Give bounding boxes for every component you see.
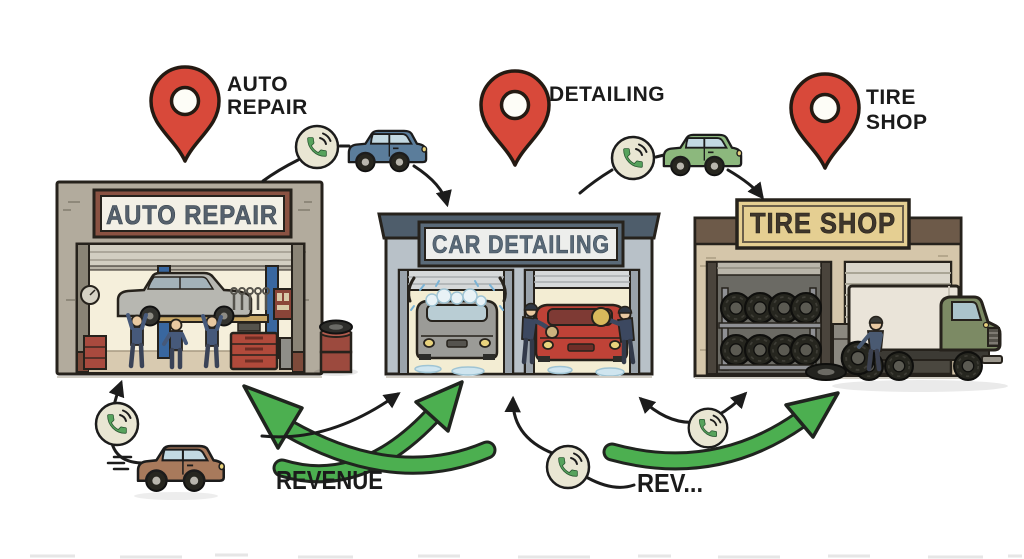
detailing-bay (521, 268, 641, 377)
washed-car (415, 299, 499, 360)
tool-poster (273, 288, 293, 320)
thin-arrow-to-detailing (260, 392, 401, 439)
phone-call-icon (94, 401, 140, 447)
buffer-pad (591, 307, 611, 327)
pin-label-detailing: DETAILING (549, 83, 665, 106)
revenue-arrow-to-auto-repair (242, 384, 497, 475)
car-detailing-sign: CAR DETAILING (417, 220, 625, 268)
lifted-car (116, 271, 253, 327)
oil-drums (314, 319, 358, 376)
wrench-board (230, 287, 270, 310)
revenue-label: REVENUE (276, 465, 383, 495)
pin-label-auto-repair-line1: AUTO (227, 73, 288, 96)
puddle (595, 367, 625, 377)
auto-repair-building: AUTO REPAIR (55, 180, 358, 378)
arrow-to-detailing (412, 164, 452, 208)
detailer-worker (591, 305, 636, 365)
mechanic (162, 318, 188, 370)
file-cabinet (279, 337, 293, 370)
auto-repair-sign: AUTO REPAIR (92, 188, 293, 239)
auto-repair-sign-text: AUTO REPAIR (106, 200, 278, 230)
wash-bay (397, 268, 515, 376)
pin-label-tire-shop-line2: SHOP (866, 111, 928, 134)
arrow-to-tire-shop (726, 168, 765, 200)
tire-rack-bay (705, 260, 833, 376)
map-pin-tire-shop (789, 72, 861, 170)
revenue-truncated-label: REV... (637, 468, 703, 498)
tire-shop-sign: TIRE SHOP (735, 198, 911, 250)
puddle (451, 366, 485, 376)
puddle (547, 365, 573, 375)
map-pin-auto-repair (149, 65, 221, 163)
water-spray (407, 276, 507, 311)
truck-grille (987, 327, 1000, 347)
motion-lines (106, 455, 133, 471)
tire-worker (805, 315, 884, 381)
pin-label-tire-shop-line1: TIRE (866, 86, 916, 109)
pin-label-auto-repair-line2: REPAIR (227, 96, 308, 119)
customer-call-flow (94, 379, 226, 500)
map-pin-detailing (479, 69, 551, 167)
car-detailing-sign-text: CAR DETAILING (432, 231, 610, 259)
phone-call-icon (687, 407, 729, 449)
tire-rack (718, 287, 823, 371)
thin-arrow-up-detailing (504, 395, 562, 458)
tire-shop-building: TIRE SHOP (693, 198, 1008, 392)
revenue-arrow-to-tire-shop (602, 391, 840, 471)
detailer-worker (521, 302, 559, 365)
mechanic (201, 314, 223, 369)
tool-chest (229, 322, 279, 371)
car-detailing-building: CAR DETAILING (377, 212, 661, 378)
car-icon (662, 133, 743, 177)
bottom-edge-marks (30, 553, 1022, 559)
tire-shop-sign-text: TIRE SHOP (750, 208, 896, 240)
phone-call-icon (294, 124, 340, 170)
referral-flow-1 (261, 124, 452, 208)
side-cabinet (83, 335, 107, 370)
car-icon (136, 444, 226, 493)
phone-call-icon (610, 135, 656, 181)
referral-flow-2 (578, 133, 765, 200)
brick-marks (63, 201, 312, 301)
mechanic (126, 313, 148, 369)
phone-to-label-connector (586, 476, 636, 489)
phone-call-icon (545, 444, 591, 490)
puddle (414, 364, 442, 374)
